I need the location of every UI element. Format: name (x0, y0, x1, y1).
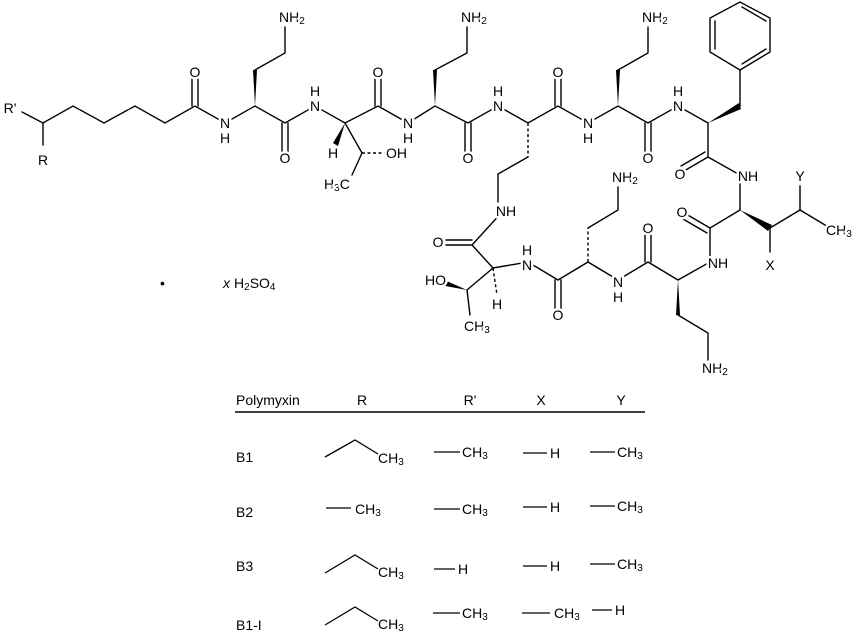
r-value: CH3 (378, 564, 404, 582)
row-name: B3 (236, 558, 253, 574)
y-label: Y (795, 168, 805, 184)
amide-n: N (522, 257, 532, 273)
header-y: Y (616, 392, 626, 408)
amine-nh2: NH2 (702, 360, 728, 378)
header-x: X (536, 392, 546, 408)
carbonyl-o: O (553, 64, 564, 80)
table-row: B1 CH3 CH3 H CH3 (236, 444, 643, 468)
table-row: B2 CH3 CH3 H CH3 (236, 498, 643, 520)
carbonyl-o: O (463, 150, 474, 166)
methyl-h3c: H3C (324, 176, 350, 194)
stereo-h: H (328, 145, 338, 161)
amide-h: H (522, 242, 532, 258)
r-prime-value: H (458, 561, 468, 577)
salt-bullet: • (160, 275, 165, 291)
amide-h: H (673, 83, 683, 99)
header-polymyxin: Polymyxin (236, 392, 300, 408)
r-label: R (38, 152, 48, 168)
carbonyl-o: O (373, 64, 384, 80)
hydroxyl-ho: HO (425, 272, 446, 288)
row-name: B1 (236, 449, 253, 465)
table-row: B3 CH3 H H CH3 (236, 556, 643, 582)
amine-nh2: NH2 (461, 9, 487, 27)
amide-n: N (403, 115, 413, 131)
r-prime-label: R' (4, 100, 17, 116)
r-value: CH3 (355, 501, 381, 519)
r-prime-value: CH3 (462, 605, 488, 623)
carbonyl-o: O (643, 220, 654, 236)
amide-h: H (493, 83, 503, 99)
carbonyl-o: O (675, 166, 686, 182)
amide-n: N (220, 115, 230, 131)
x-value: H (550, 558, 560, 574)
group-labels: NH2 NH2 NH2 NH2 NH2 OH HO H3C CH3 CH3 (277, 7, 855, 381)
carbonyl-o: O (280, 150, 291, 166)
amide-nh: NH (496, 203, 516, 219)
y-value: CH3 (617, 444, 643, 462)
x-value: H (550, 445, 560, 461)
amine-nh2: NH2 (279, 9, 305, 27)
r-prime-value: CH3 (462, 501, 488, 519)
carbonyl-o: O (190, 64, 201, 80)
carbonyl-o: O (433, 234, 444, 250)
y-value: H (615, 602, 625, 618)
methyl-ch3: CH3 (464, 318, 490, 336)
amide-n: N (493, 98, 503, 114)
amide-h: H (583, 130, 593, 146)
amide-n: N (583, 115, 593, 131)
atom-labels: R' R O O O O O O O O O O O N H N H N H N… (1, 62, 808, 326)
amine-nh2: NH2 (612, 169, 638, 187)
amide-nh: NH (738, 168, 758, 184)
row-name: B1-I (236, 617, 262, 633)
header-r-prime: R' (464, 392, 477, 408)
amide-h: H (220, 130, 230, 146)
methyl-ch3: CH3 (826, 222, 852, 240)
r-prime-value: CH3 (462, 444, 488, 462)
header-r: R (357, 392, 367, 408)
x-value: CH3 (554, 605, 580, 623)
amide-h: H (310, 83, 320, 99)
amide-n: N (613, 274, 623, 290)
amide-n: N (673, 98, 683, 114)
row-name: B2 (236, 504, 253, 520)
r-value: CH3 (378, 616, 404, 634)
x-label: X (765, 257, 775, 273)
hydroxyl-oh: OH (386, 145, 407, 161)
r-value: CH3 (378, 450, 404, 468)
amide-h: H (613, 289, 623, 305)
amine-nh2: NH2 (642, 9, 668, 27)
stereo-h: H (492, 296, 502, 312)
y-value: CH3 (617, 498, 643, 516)
table-row: B1-I CH3 CH3 CH3 H (236, 602, 625, 634)
variant-table: Polymyxin R R' X Y B1 CH3 CH3 H CH3 B2 C… (235, 392, 645, 634)
structure-bonds (21, 1, 831, 361)
carbonyl-o: O (643, 150, 654, 166)
amide-h: H (403, 130, 413, 146)
carbonyl-o: O (677, 204, 688, 220)
amide-n: N (310, 98, 320, 114)
amide-nh: NH (708, 255, 728, 271)
carbonyl-o: O (553, 307, 564, 323)
x-value: H (550, 499, 560, 515)
y-value: CH3 (617, 556, 643, 574)
